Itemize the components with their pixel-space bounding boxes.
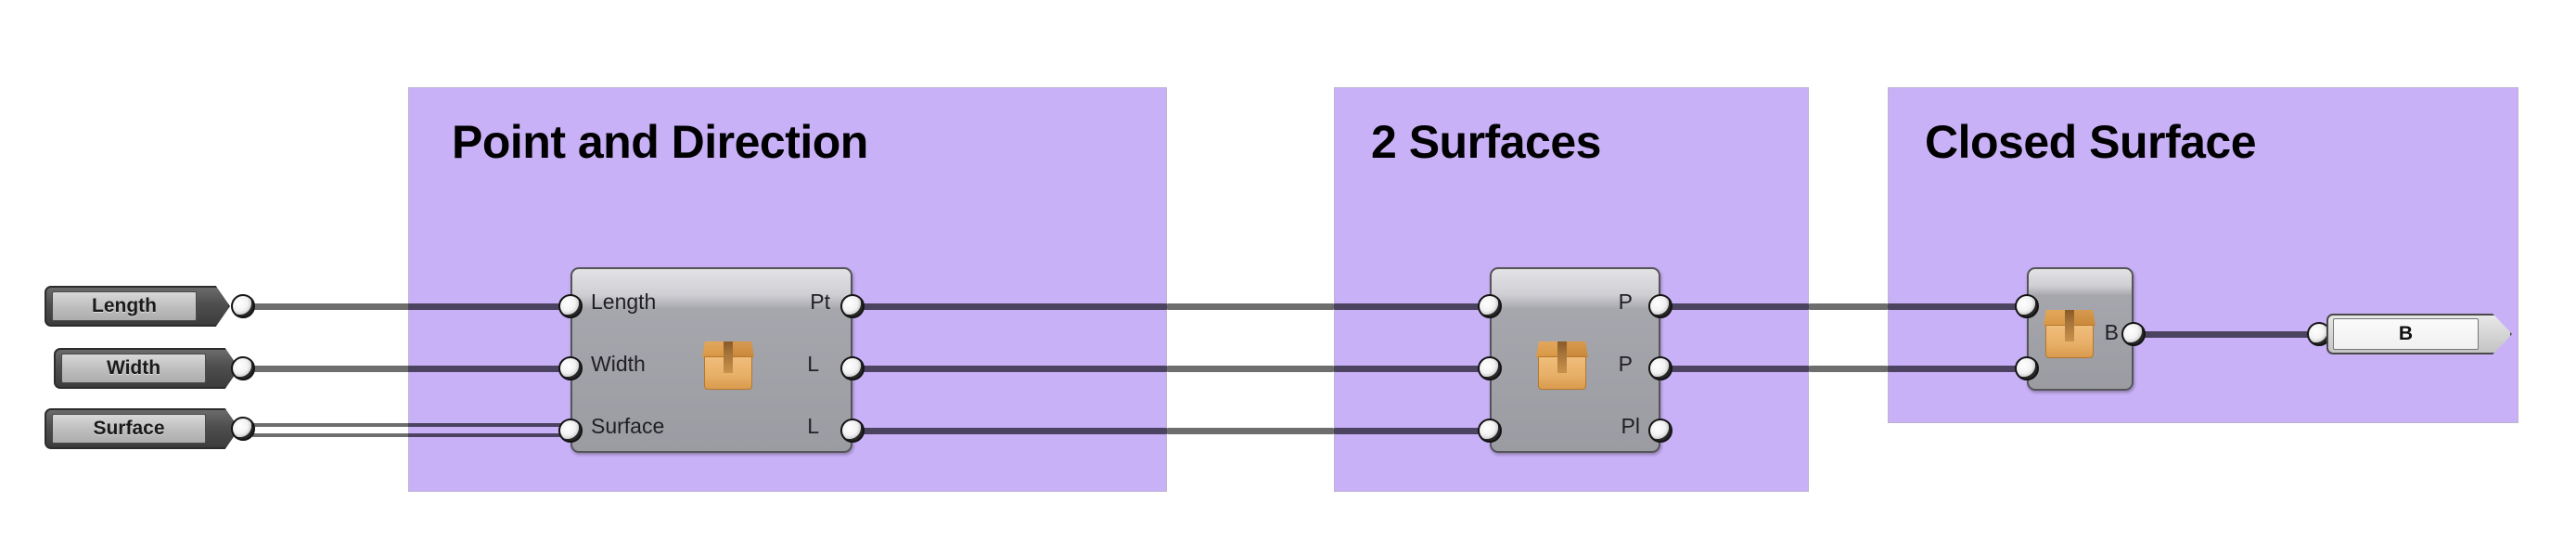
param-length-label: Length — [52, 291, 197, 321]
wire-l2-to-s2-inside-left — [852, 428, 1167, 434]
component-point-direction-output-2-nub[interactable] — [840, 419, 865, 443]
component-2-surfaces-input-0-nub[interactable] — [1478, 294, 1502, 318]
component-point-direction-output-0-label: Pt — [810, 290, 830, 314]
wire-surface-outside-bottom — [252, 433, 410, 437]
wire-l2-to-s2-inside-right — [1334, 428, 1490, 434]
param-b-label: B — [2333, 318, 2479, 350]
component-point-direction-input-2-label: Surface — [591, 414, 665, 438]
component-2-surfaces-input-2-nub[interactable] — [1478, 419, 1502, 443]
wire-width-outside — [252, 366, 410, 372]
wire-surface-inside-bottom — [408, 433, 570, 437]
param-b-arrow — [2475, 314, 2512, 354]
wire-p2-to-closed-inside-right — [1888, 366, 2027, 372]
component-point-direction-input-1-label: Width — [591, 352, 646, 376]
group-title-2-surfaces: 2 Surfaces — [1371, 116, 1601, 168]
component-2-surfaces-input-1-nub[interactable] — [1478, 356, 1502, 380]
wire-l1-to-s2-inside-right — [1334, 366, 1490, 372]
component-point-direction-input-0-nub[interactable] — [558, 294, 583, 318]
param-width-output-nub[interactable] — [231, 356, 255, 380]
group-title-closed-surface: Closed Surface — [1925, 116, 2257, 168]
component-point-direction-input-1-nub[interactable] — [558, 356, 583, 380]
component-2-surfaces-output-2-label: Pl — [1621, 414, 1640, 438]
component-closed-surface[interactable]: B — [2027, 267, 2134, 391]
cardboard-box-icon — [1536, 341, 1588, 390]
component-2-surfaces[interactable]: P P Pl — [1490, 267, 1660, 453]
group-title-point-direction: Point and Direction — [452, 116, 868, 168]
wire-p1-to-closed-inside-left — [1660, 303, 1809, 310]
param-surface-output-nub[interactable] — [231, 417, 255, 441]
component-2-surfaces-output-2-nub[interactable] — [1648, 419, 1672, 443]
component-point-direction-output-1-label: L — [807, 352, 819, 376]
wire-p1-to-closed-outside — [1809, 303, 1888, 310]
param-b[interactable]: B — [2326, 314, 2512, 354]
param-length[interactable]: Length — [45, 286, 230, 327]
component-2-surfaces-output-1-label: P — [1618, 352, 1633, 376]
wire-length-outside — [252, 303, 410, 310]
wire-b-to-param — [2134, 331, 2319, 338]
component-2-surfaces-output-0-label: P — [1618, 290, 1633, 314]
param-width[interactable]: Width — [54, 348, 239, 389]
component-2-surfaces-output-0-nub[interactable] — [1648, 294, 1672, 318]
wire-l1-to-s2-outside — [1167, 366, 1334, 372]
component-closed-surface-output-0-nub[interactable] — [2121, 322, 2146, 346]
component-2-surfaces-output-1-nub[interactable] — [1648, 356, 1672, 380]
wire-surface-inside-top — [408, 423, 570, 427]
param-surface-label: Surface — [52, 414, 206, 444]
wire-l1-to-s2-inside-left — [852, 366, 1167, 372]
wire-p2-to-closed-outside — [1809, 366, 1888, 372]
param-length-output-nub[interactable] — [231, 294, 255, 318]
wire-p2-to-closed-inside-left — [1660, 366, 1809, 372]
component-closed-surface-output-0-label: B — [2104, 320, 2119, 344]
component-point-direction[interactable]: Length Width Surface Pt L L — [570, 267, 852, 453]
component-point-direction-input-2-nub[interactable] — [558, 419, 583, 443]
param-width-label: Width — [61, 354, 206, 383]
wire-pt-to-s2-inside-left — [852, 303, 1167, 310]
wire-surface-outside-top — [252, 423, 410, 427]
component-closed-surface-input-0-nub[interactable] — [2015, 294, 2039, 318]
component-closed-surface-input-1-nub[interactable] — [2015, 356, 2039, 380]
wire-length-inside — [408, 303, 570, 310]
cardboard-box-icon — [2044, 310, 2095, 358]
cardboard-box-icon — [702, 341, 754, 390]
wire-width-inside — [408, 366, 570, 372]
wire-l2-to-s2-outside — [1167, 428, 1334, 434]
wire-pt-to-s2-inside-right — [1334, 303, 1490, 310]
param-surface[interactable]: Surface — [45, 408, 239, 449]
component-point-direction-output-2-label: L — [807, 414, 819, 438]
param-length-arrow — [199, 286, 230, 327]
component-point-direction-output-1-nub[interactable] — [840, 356, 865, 380]
component-point-direction-input-0-label: Length — [591, 290, 657, 314]
wire-p1-to-closed-inside-right — [1888, 303, 2027, 310]
wire-pt-to-s2-outside — [1167, 303, 1334, 310]
component-point-direction-output-0-nub[interactable] — [840, 294, 865, 318]
